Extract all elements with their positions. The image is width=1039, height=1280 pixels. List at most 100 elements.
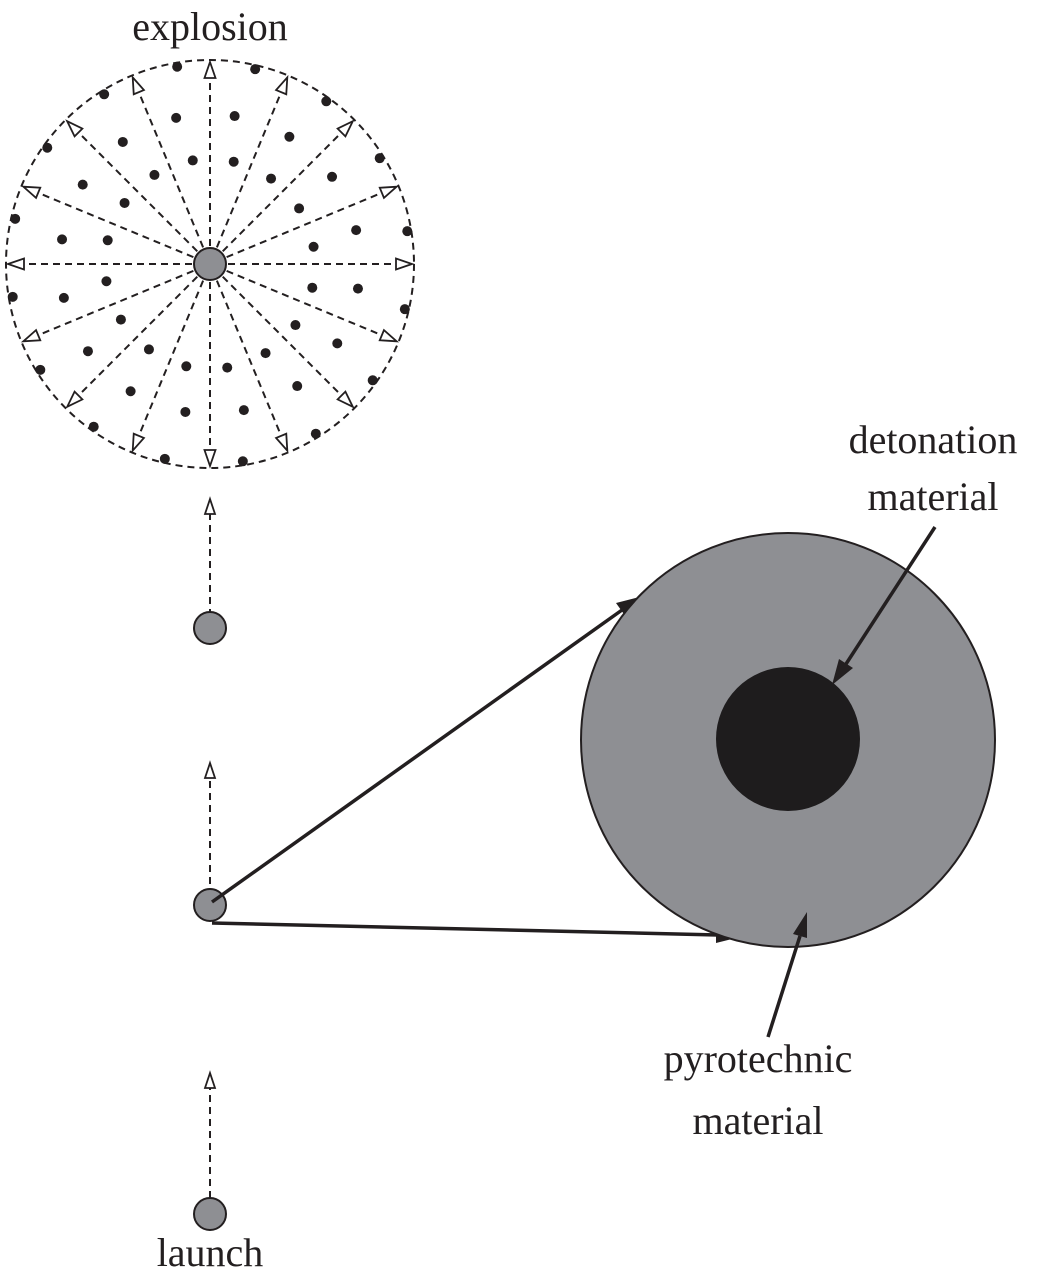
burst-particle: [310, 428, 321, 439]
detonation-callout-arrowhead: [832, 659, 853, 685]
burst-ray-arrowhead: [395, 257, 415, 271]
detonation-callout-line: [844, 526, 937, 665]
burst-particle: [143, 344, 154, 355]
magnify-line-upper: [210, 608, 624, 904]
burst-particles: [7, 61, 413, 467]
detonation-label-line2: material: [867, 474, 998, 519]
launch-label: launch: [157, 1230, 264, 1275]
burst-particle: [351, 225, 362, 236]
burst-particle: [399, 304, 410, 315]
burst-particle: [266, 173, 277, 184]
burst-particle: [374, 153, 385, 164]
burst-particle: [149, 169, 160, 180]
burst-ray-arrowhead: [5, 257, 25, 271]
burst-particle: [10, 213, 21, 224]
burst-ray-arrowhead: [20, 328, 42, 343]
burst-ray-arrowhead: [274, 432, 289, 454]
burst-particle: [42, 142, 53, 153]
burst-ray-arrowhead: [274, 74, 289, 96]
burst-ray-arrowhead: [378, 185, 400, 200]
burst-particle: [101, 276, 112, 287]
burst-particle: [308, 241, 319, 252]
burst-particle: [250, 64, 261, 75]
burst-particle: [352, 283, 363, 294]
burst-particle: [228, 156, 239, 167]
burst-particle: [117, 136, 128, 147]
burst-particle: [159, 453, 170, 464]
burst-particle: [237, 456, 248, 467]
burst-particle: [58, 292, 69, 303]
explosion-label: explosion: [132, 4, 288, 49]
burst-particle: [332, 338, 343, 349]
burst-ray: [226, 191, 383, 259]
trajectory: [193, 496, 227, 1231]
burst-particle: [102, 235, 113, 246]
callouts: [766, 526, 937, 1038]
burst-ray-arrowhead: [203, 59, 217, 79]
burst-particle: [294, 203, 305, 214]
pyrotechnic-callout-arrowhead: [793, 912, 807, 938]
pyrotechnic-label-line2: material: [692, 1098, 823, 1143]
burst-rays: [5, 59, 415, 469]
burst-ray-arrowhead: [336, 390, 355, 409]
burst-particle: [402, 226, 413, 237]
burst-ray: [77, 131, 198, 252]
burst-particle: [290, 320, 301, 331]
burst-ray: [37, 191, 194, 259]
burst-ray: [77, 276, 198, 397]
burst-particle: [57, 234, 68, 245]
burst-particle: [99, 89, 110, 100]
burst-particle: [181, 361, 192, 372]
burst-particle: [229, 111, 240, 122]
burst-particle: [321, 96, 332, 107]
burst-ray-arrowhead: [131, 74, 146, 96]
burst-ray: [215, 280, 283, 437]
burst-particle: [82, 346, 93, 357]
burst-particle: [367, 375, 378, 386]
burst-particle: [180, 406, 191, 417]
explosion-burst: [5, 59, 415, 469]
magnify-line-lower: [211, 921, 719, 937]
burst-particle: [260, 348, 271, 359]
burst-ray: [226, 269, 383, 337]
burst-particle: [172, 61, 183, 72]
burst-ray-arrowhead: [378, 328, 400, 343]
shell-cross-section: [580, 532, 996, 948]
burst-ray: [137, 280, 205, 437]
explosion-center-shell: [193, 247, 227, 281]
burst-particle: [171, 112, 182, 123]
burst-particle: [307, 282, 318, 293]
burst-ray: [215, 91, 283, 248]
burst-particle: [292, 381, 303, 392]
burst-ray: [222, 276, 343, 397]
burst-particle: [88, 421, 99, 432]
burst-particle: [125, 386, 136, 397]
burst-particle: [222, 362, 233, 373]
burst-ray-arrowhead: [20, 185, 42, 200]
burst-particle: [119, 197, 130, 208]
burst-ray-arrowhead: [131, 432, 146, 454]
trajectory-arrowhead-lower: [203, 1070, 217, 1089]
burst-ray-arrowhead: [203, 449, 217, 469]
burst-particle: [284, 131, 295, 142]
burst-ray-arrowhead: [65, 119, 84, 138]
detonation-core: [716, 667, 860, 811]
trajectory-arrowhead-middle: [203, 760, 217, 779]
shell-launch: [193, 1197, 227, 1231]
burst-particle: [35, 364, 46, 375]
burst-particle: [77, 179, 88, 190]
burst-particle: [115, 314, 126, 325]
burst-ray: [137, 91, 205, 248]
burst-ray-arrowhead: [336, 119, 355, 138]
burst-ray: [222, 131, 343, 252]
shell-rising-upper: [193, 611, 227, 645]
burst-ray: [37, 269, 194, 337]
burst-particle: [327, 171, 338, 182]
pyrotechnic-label-line1: pyrotechnic: [664, 1036, 853, 1081]
trajectory-arrowhead-upper: [203, 496, 217, 515]
pyrotechnic-callout-line: [766, 935, 802, 1038]
burst-ray-arrowhead: [65, 390, 84, 409]
burst-particle: [187, 155, 198, 166]
burst-particle: [238, 405, 249, 416]
